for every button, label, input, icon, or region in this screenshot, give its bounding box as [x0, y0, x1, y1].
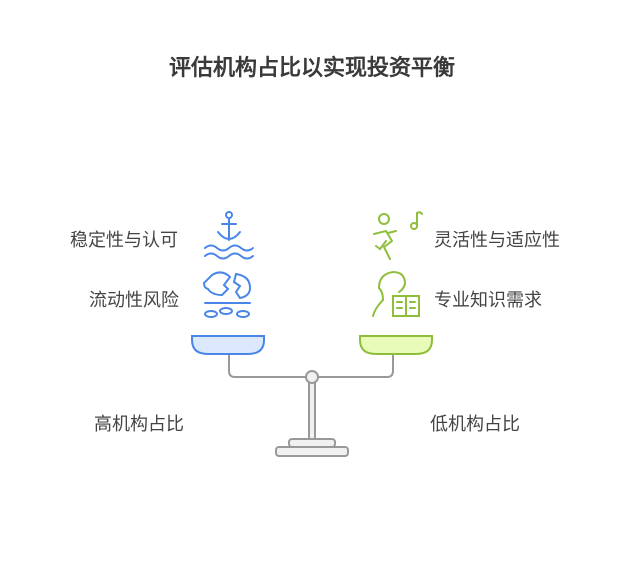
left-side-label: 高机构占比 [94, 414, 184, 435]
left-scale-pan [191, 335, 265, 355]
right-item-label: 专业知识需求 [434, 290, 542, 311]
reading-person-icon [372, 270, 420, 317]
diagram-title: 评估机构占比以实现投资平衡 [168, 56, 455, 81]
broken-piggy-bank-icon [202, 271, 252, 318]
anchor-waves-icon [204, 211, 254, 260]
scale-stand [228, 353, 394, 457]
right-item-label: 灵活性与适应性 [434, 230, 560, 251]
left-item-label: 稳定性与认可 [70, 230, 178, 251]
right-side-label: 低机构占比 [430, 414, 520, 435]
right-scale-pan [359, 335, 433, 355]
left-item-label: 流动性风险 [89, 290, 179, 311]
dancing-person-icon [373, 211, 423, 260]
